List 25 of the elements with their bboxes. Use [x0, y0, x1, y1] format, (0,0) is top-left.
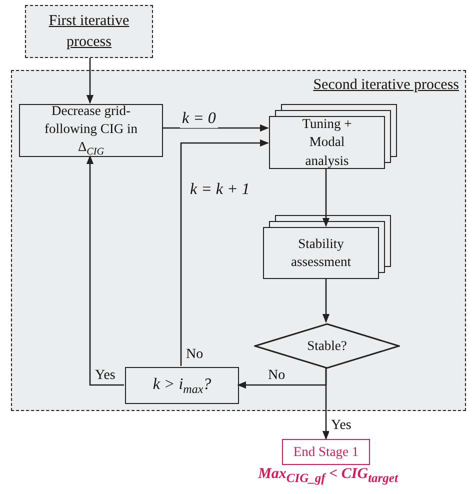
node-label: Tuning + Modal analysis	[301, 115, 353, 170]
process-box	[125, 367, 239, 404]
heading: First iterative process	[48, 12, 130, 52]
decision-diamond	[254, 323, 400, 369]
end-box	[282, 439, 370, 465]
process-box	[19, 104, 163, 157]
heading: Second iterative process	[313, 76, 459, 95]
node-label: Stable?	[307, 336, 347, 355]
process-box	[269, 116, 385, 169]
process-box	[25, 5, 153, 58]
process-box	[263, 227, 379, 279]
node-label: Decrease grid-following CIG in Δ$_{CIG}$	[44, 102, 138, 160]
node-label: k > i$_{max}$?	[152, 374, 212, 398]
arrow	[86, 155, 124, 386]
arrow	[162, 124, 269, 132]
node-label: Stability assessment	[290, 234, 352, 271]
edge-label: Yes	[329, 418, 354, 434]
arrow	[180, 139, 269, 366]
node-label: End Stage 1	[293, 442, 359, 461]
arrow	[322, 368, 330, 440]
arrow	[322, 168, 330, 227]
iterative-process-panel	[11, 70, 466, 411]
arrow	[322, 278, 330, 323]
edge-label: k = 0	[180, 110, 218, 128]
arrow	[86, 58, 94, 104]
